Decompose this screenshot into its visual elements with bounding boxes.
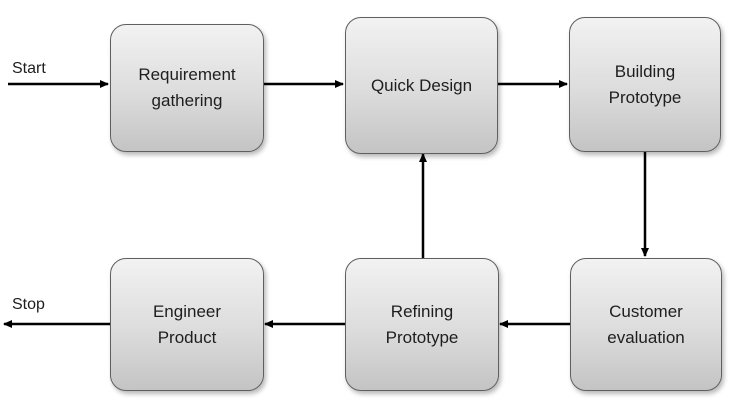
node-building-prototype-line1: Building	[614, 61, 676, 81]
node-engineer-product-line2: Product	[157, 327, 217, 347]
node-engineer-product-line1: Engineer	[152, 301, 222, 321]
node-customer-evaluation-line1: Customer	[609, 301, 683, 321]
stop-label: Stop	[12, 296, 45, 313]
node-customer-evaluation-line2: evaluation	[607, 327, 685, 347]
node-requirement-gathering-line2: gathering	[151, 91, 223, 110]
node-quick-design: Quick Design	[345, 17, 498, 154]
node-customer-evaluation: Customer evaluation	[570, 258, 722, 391]
node-refining-prototype-line2: Prototype	[385, 327, 459, 347]
node-building-prototype-line2: Prototype	[608, 87, 682, 107]
start-label: Start	[12, 60, 46, 77]
node-refining-prototype: Refining Prototype	[345, 258, 499, 391]
node-building-prototype: Building Prototype	[569, 17, 721, 152]
node-requirement-gathering-line1: Requirement	[138, 65, 236, 84]
node-quick-design-line1: Quick Design	[370, 75, 473, 95]
node-requirement-gathering: Requirement gathering	[110, 24, 264, 152]
node-engineer-product: Engineer Product	[110, 258, 264, 391]
node-refining-prototype-line1: Refining	[390, 301, 454, 321]
